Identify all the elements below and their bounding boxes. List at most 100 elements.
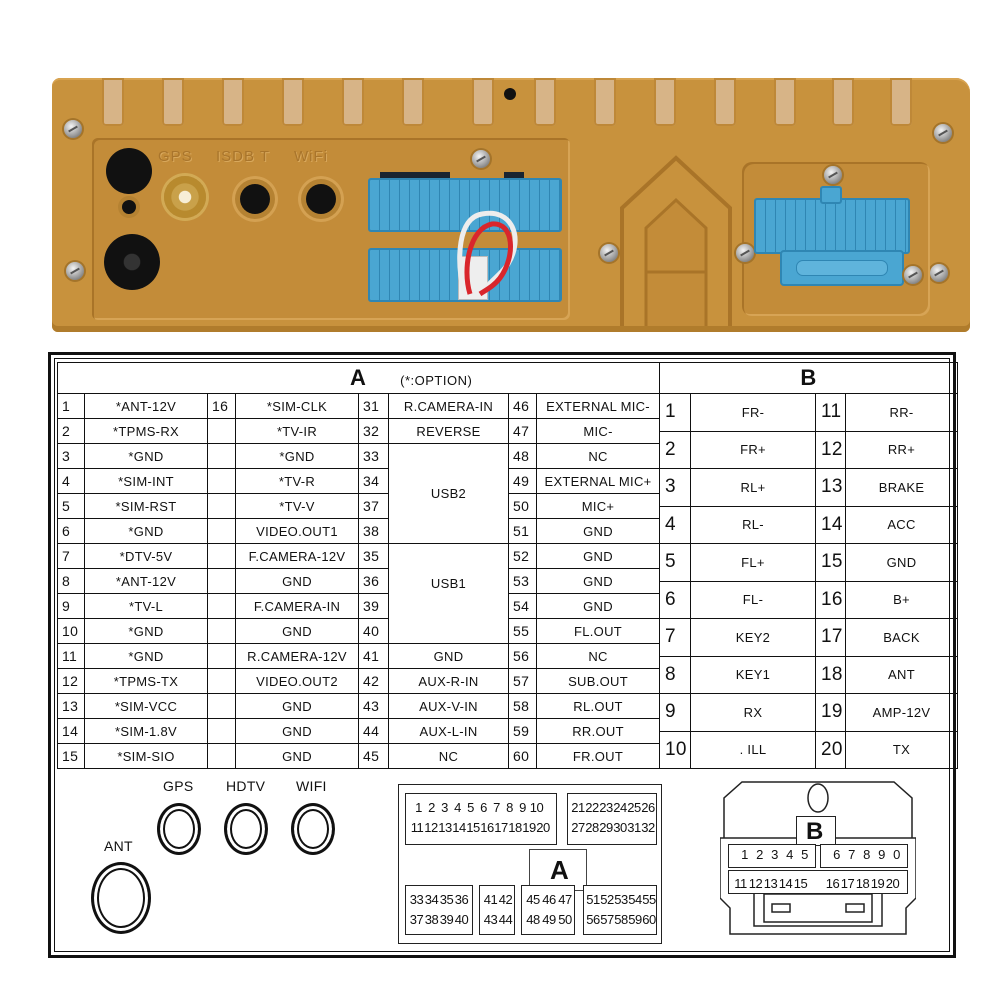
pin-number — [207, 468, 236, 494]
pin: 18 — [508, 820, 522, 835]
table-row: 1 *ANT-12V 16 *SIM-CLK 31 R.CAMERA-IN 46… — [57, 393, 661, 419]
table-row: 15 *SIM-SIO GND 45 NC 60 FR.OUT — [57, 743, 661, 769]
pin-label: SUB.OUT — [535, 668, 661, 694]
pin-label: *TPMS-TX — [84, 668, 208, 694]
pin: 59 — [628, 912, 642, 927]
table-row: 14 *SIM-1.8V GND 44 AUX-L-IN 59 RR.OUT — [57, 718, 661, 744]
pin: 10 — [529, 800, 544, 815]
heatsink-fin — [282, 78, 304, 126]
pin-label: FL- — [690, 580, 816, 619]
pin: 36 — [454, 892, 469, 907]
pin: 51 — [586, 892, 600, 907]
fuse-icon — [796, 260, 888, 276]
pin-label: GND — [844, 543, 959, 582]
port-hole-icon — [122, 200, 136, 214]
pin-label: *SIM-1.8V — [84, 718, 208, 744]
heatsink-fin — [102, 78, 124, 126]
gps-sma-connector-icon — [164, 176, 206, 218]
pin-number: 9 — [659, 693, 691, 732]
pin: 19 — [870, 876, 885, 891]
pin-label: AMP-12V — [844, 693, 959, 732]
pin-label: FR- — [690, 393, 816, 432]
table-row: 5 *SIM-RST *TV-V 37 50 MIC+ — [57, 493, 661, 519]
pin-number: 59 — [508, 718, 537, 744]
pin: 5 — [801, 847, 808, 862]
pin-label-usb2: USB2 — [388, 443, 509, 544]
pin: 38 — [424, 912, 439, 927]
connector-latch — [504, 172, 524, 180]
housing-relief-shape — [612, 148, 740, 328]
pin: 42 — [498, 892, 513, 907]
pin-label: FL.OUT — [535, 618, 661, 644]
pin: 55 — [642, 892, 656, 907]
table-row: 2 *TPMS-RX *TV-IR 32 REVERSE 47 MIC- — [57, 418, 661, 444]
pin: 12 — [748, 876, 763, 891]
pin-number: 35 — [358, 543, 389, 569]
pin-number: 12 — [815, 430, 846, 469]
pin-label: NC — [388, 743, 509, 769]
engraved-isdbt-label: ISDB T — [216, 148, 271, 165]
pin: 27 — [571, 820, 585, 835]
pin-label: TX — [844, 730, 959, 769]
engraved-wifi-label: WiFi — [294, 148, 328, 165]
gps-port-label: GPS — [163, 778, 194, 794]
pin-number: 38 — [358, 518, 389, 544]
pin: 23 — [599, 800, 613, 815]
pin-label: *SIM-CLK — [235, 393, 359, 419]
screw-icon — [472, 150, 490, 168]
pin: 11 — [734, 876, 747, 891]
pin-number: 40 — [358, 618, 389, 644]
antenna-io-panel: GPS ISDB T WiFi — [92, 138, 570, 320]
pin-label: GND — [535, 518, 661, 544]
mount-hole-icon — [504, 88, 516, 100]
pin-row: 212223242526 — [571, 800, 655, 815]
pin: 19 — [522, 820, 536, 835]
wifi-port-label: WIFI — [296, 778, 327, 794]
pin: 33 — [409, 892, 424, 907]
pin-number: 54 — [508, 593, 537, 619]
pin-number: 9 — [57, 593, 85, 619]
pin-label: . ILL — [690, 730, 816, 769]
pin-number: 5 — [659, 543, 691, 582]
pin: 60 — [642, 912, 656, 927]
pin-number: 1 — [57, 393, 85, 419]
pin-number: 37 — [358, 493, 389, 519]
pin: 8 — [506, 800, 513, 815]
pin-label: MIC+ — [535, 493, 661, 519]
pin-number — [207, 518, 236, 544]
pin-number: 3 — [57, 443, 85, 469]
pin-row: 272829303132 — [571, 820, 655, 835]
pin: 25 — [627, 800, 641, 815]
heatsink-fin — [222, 78, 244, 126]
pin: 24 — [613, 800, 627, 815]
pin-number: 52 — [508, 543, 537, 569]
pin-label: *SIM-INT — [84, 468, 208, 494]
pin-label: MIC- — [535, 418, 661, 444]
pin: 8 — [863, 847, 870, 862]
pin-label: EXTERNAL MIC+ — [535, 468, 661, 494]
ant-port-label: ANT — [104, 838, 133, 854]
connector-b-pin-table: B 1 FR- 11 RR- 2 FR+ 12 RR+ 3 RL+ 13 BRA… — [658, 362, 959, 769]
pin-label: FL+ — [690, 543, 816, 582]
pin-label: *GND — [84, 443, 208, 469]
pin-label: GND — [235, 743, 359, 769]
pin-number: 7 — [659, 618, 691, 657]
option-legend: (*:OPTION) — [400, 373, 473, 388]
pin-number: 51 — [508, 518, 537, 544]
connector-b-label-box: B — [796, 816, 836, 846]
heatsink-fin — [890, 78, 912, 126]
pin-number: 5 — [57, 493, 85, 519]
pin-label: RL+ — [690, 468, 816, 507]
table-row: 7 *DTV-5V F.CAMERA-12V 35 USB1 52 GND — [57, 543, 661, 644]
pin: 12 — [424, 820, 438, 835]
pin-number: 15 — [57, 743, 85, 769]
pin: 48 — [526, 912, 540, 927]
connector-a-letter: A — [550, 855, 569, 885]
pin: 44 — [498, 912, 513, 927]
